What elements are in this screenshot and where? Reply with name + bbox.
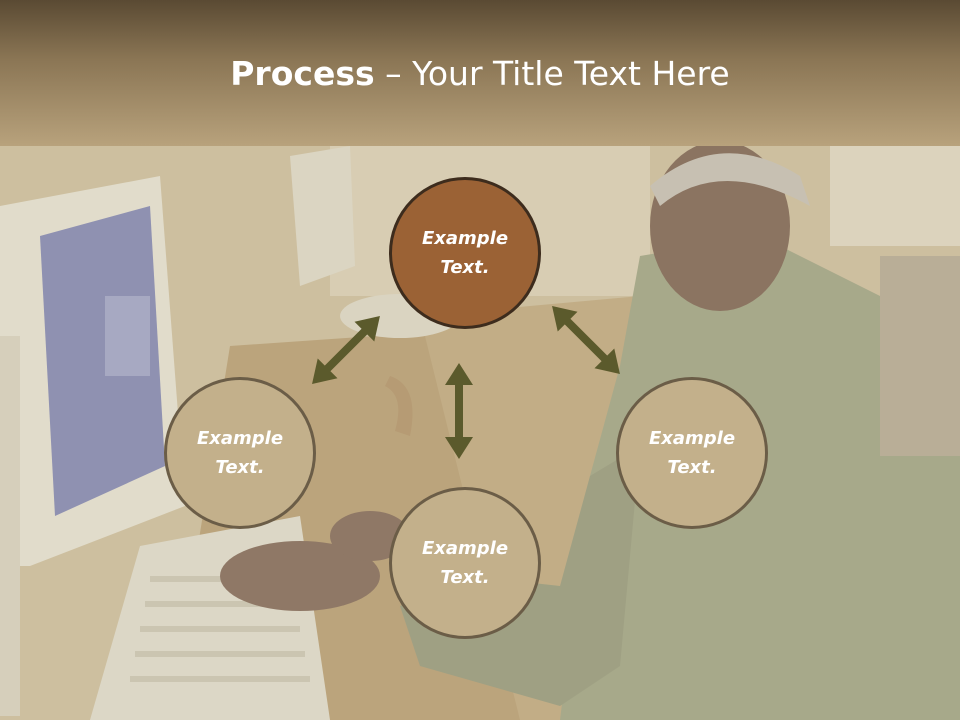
header-band: Process – Your Title Text Here: [0, 0, 960, 146]
node-bottom[interactable]: Example Text.: [389, 487, 541, 639]
node-left[interactable]: Example Text.: [164, 377, 316, 529]
slide-title: Process – Your Title Text Here: [0, 52, 960, 96]
double-arrow-down: [445, 363, 473, 459]
title-strong: Process: [230, 54, 375, 93]
double-arrow-left: [312, 316, 380, 384]
double-arrow-right: [552, 306, 620, 374]
node-center[interactable]: Example Text.: [389, 177, 541, 329]
title-rest: – Your Title Text Here: [374, 54, 730, 93]
node-right[interactable]: Example Text.: [616, 377, 768, 529]
